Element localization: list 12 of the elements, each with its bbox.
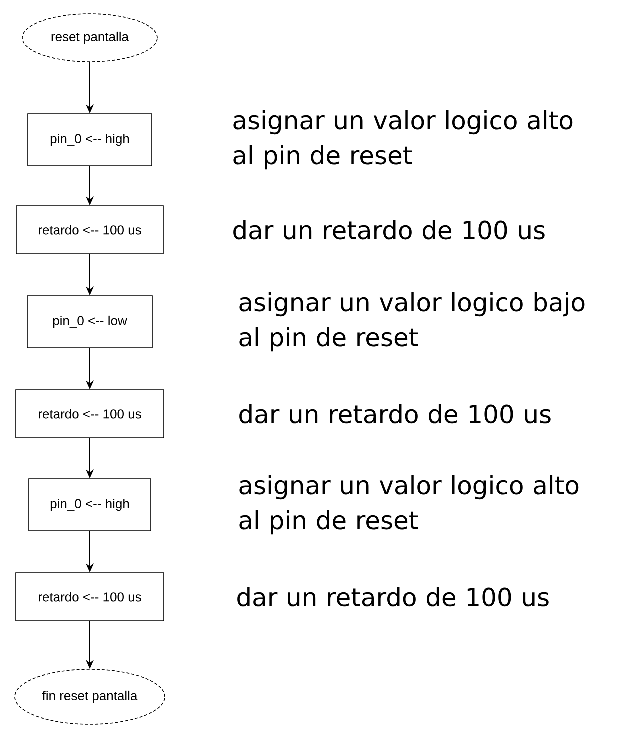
process-box: retardo <-- 100 us <box>16 572 164 622</box>
description-text: dar un retardo de 100 us <box>240 404 551 424</box>
description-text: dar un retardo de 100 us <box>238 587 549 607</box>
process-box: retardo <-- 100 us <box>16 390 164 438</box>
process-box: pin_0 <-- low <box>27 296 153 348</box>
description-text: asignar un valor logico alto al pin de reset <box>234 110 573 170</box>
process-box: retardo <-- 100 us <box>16 206 164 254</box>
process-box: pin_0 <-- high <box>28 114 152 166</box>
description-text: dar un retardo de 100 us <box>234 220 545 240</box>
process-box: pin_0 <-- high <box>28 478 152 532</box>
description-text: asignar un valor logico bajo al pin de reset <box>240 292 585 352</box>
description-text: asignar un valor logico alto al pin de reset <box>240 475 579 535</box>
